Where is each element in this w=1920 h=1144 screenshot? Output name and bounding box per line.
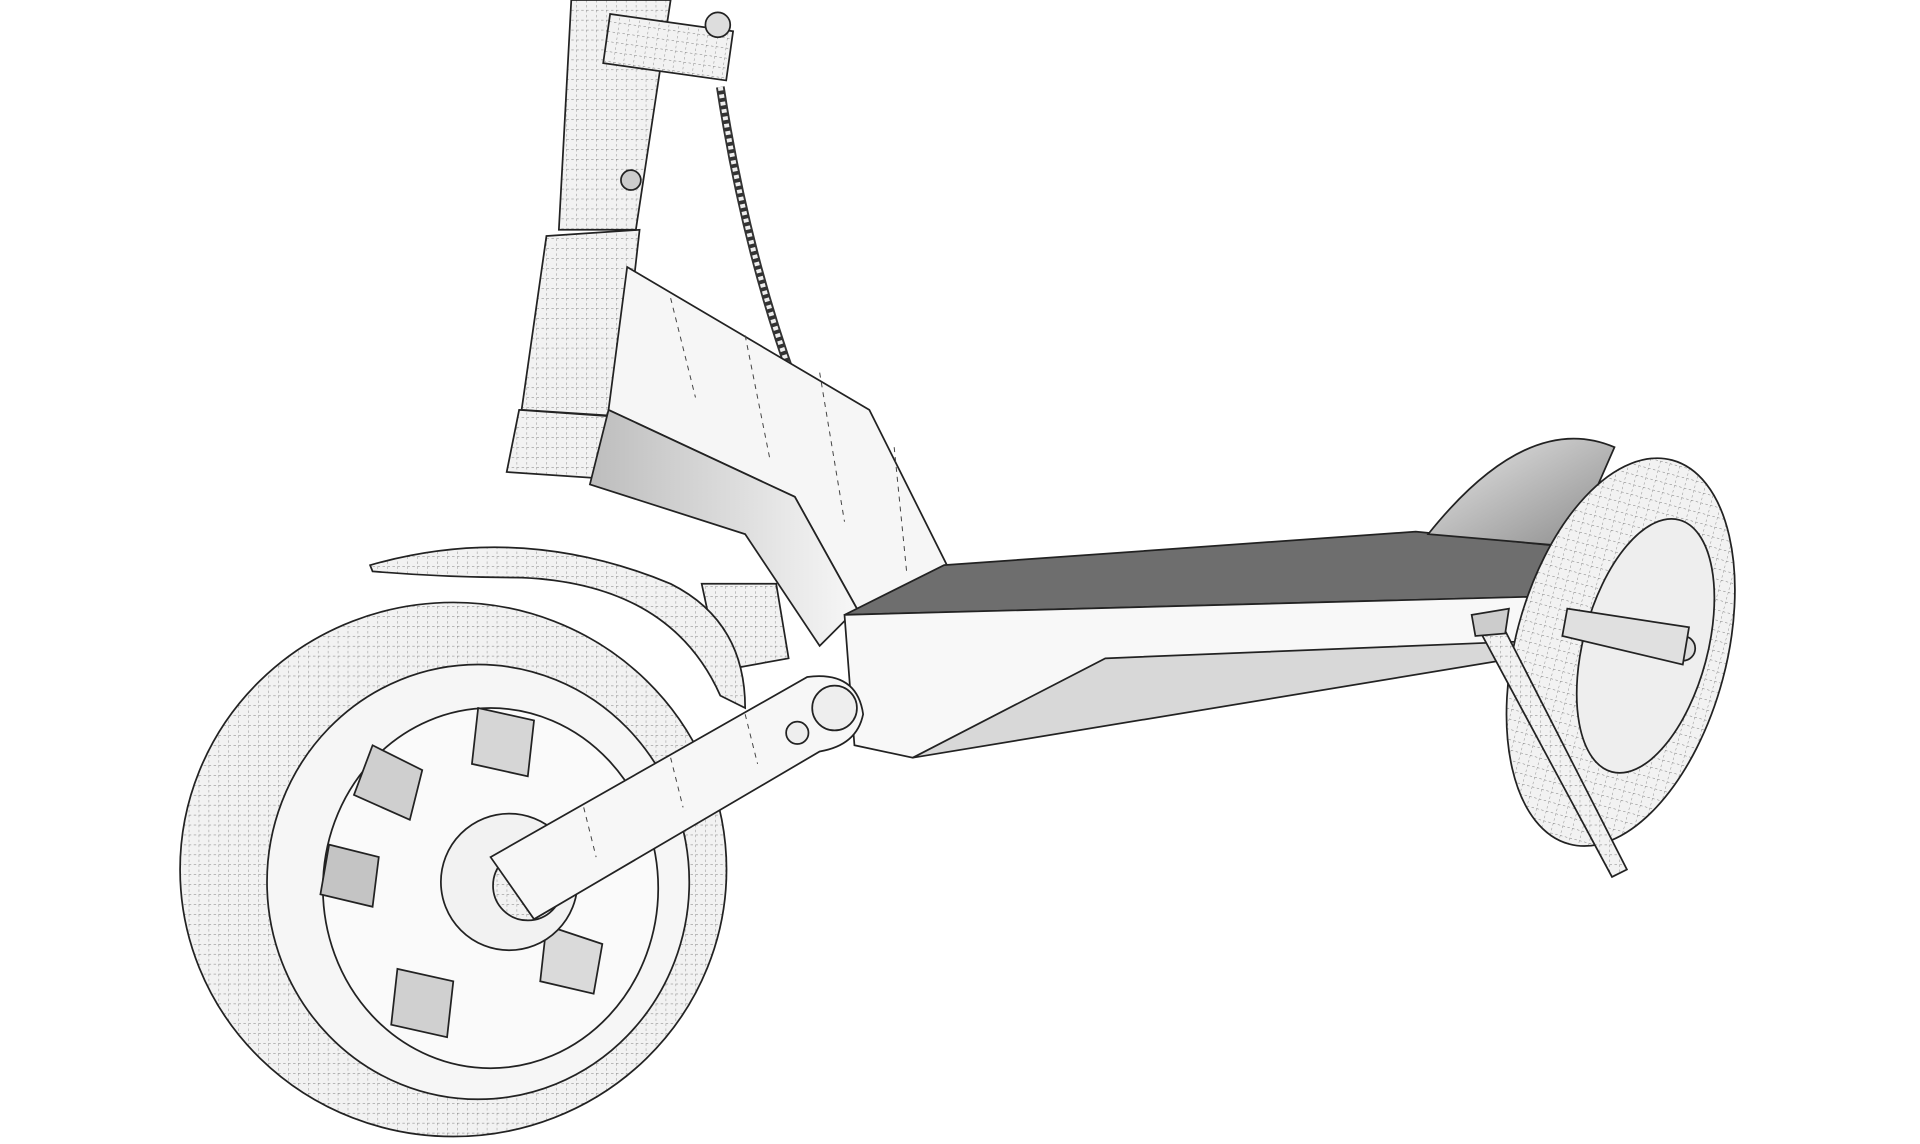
front-fender <box>368 546 747 710</box>
front-wheel <box>179 601 728 1138</box>
wheel-spokes <box>319 706 604 1039</box>
deck <box>843 437 1616 759</box>
front-fork-arm <box>489 675 865 921</box>
steering-stem <box>505 0 799 480</box>
kickstand <box>1470 607 1629 879</box>
